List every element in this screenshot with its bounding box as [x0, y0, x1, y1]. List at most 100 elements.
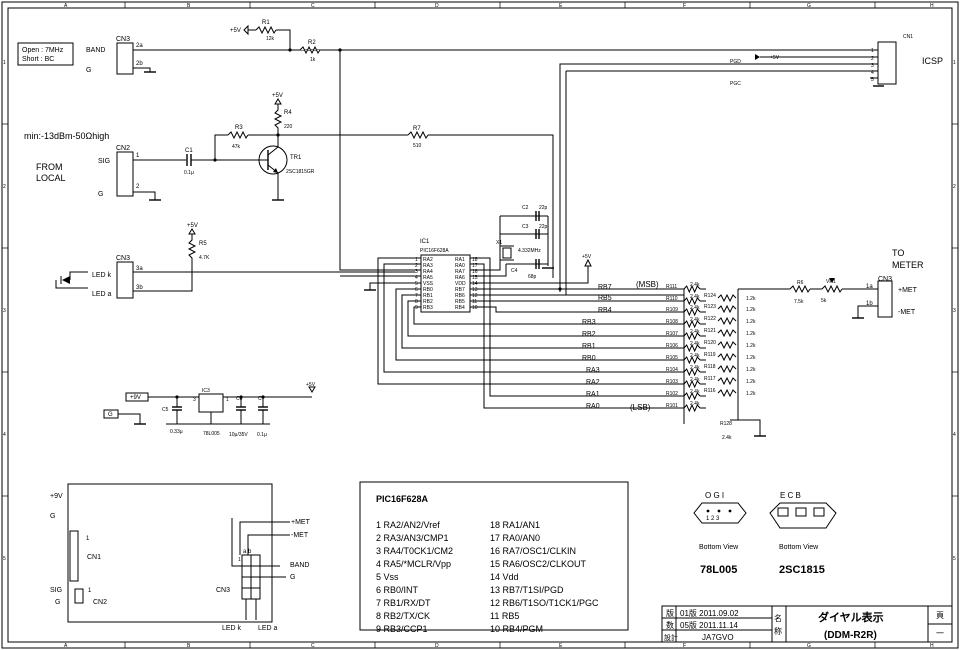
ladder-r-label: R124: [704, 293, 716, 299]
svg-text:G: G: [86, 67, 91, 74]
svg-text:版: 版: [666, 608, 674, 618]
svg-text:05版 2011.11.14: 05版 2011.11.14: [680, 620, 739, 630]
ladder-2r-label: R103: [666, 379, 678, 385]
svg-text:11: 11: [472, 299, 477, 305]
col-label-e: E: [559, 3, 563, 9]
ladder-2r-value: 2.4k: [690, 353, 700, 359]
svg-text:2b: 2b: [136, 61, 143, 67]
svg-text:2a: 2a: [136, 43, 143, 49]
ladder-r-value: 1.2k: [746, 331, 756, 337]
svg-text:TR1: TR1: [290, 155, 302, 161]
frame-column-labels: A B C D E F G H A B C D E F G H: [64, 2, 934, 649]
svg-text:RB4: RB4: [455, 305, 465, 311]
svg-text:1k: 1k: [310, 57, 316, 63]
svg-text:14: 14: [472, 281, 478, 287]
ladder-r-label: R117: [704, 376, 716, 382]
ladder-r-resistor: [717, 293, 737, 303]
svg-text:2 RA3/AN3/CMP1: 2 RA3/AN3/CMP1: [376, 533, 449, 543]
svg-text:1: 1: [226, 397, 229, 403]
svg-text:RB4: RB4: [598, 307, 612, 314]
ladder-r-label: R116: [704, 388, 716, 394]
svg-text:01版 2011.09.02: 01版 2011.09.02: [680, 608, 739, 618]
svg-text:RA3: RA3: [586, 367, 600, 374]
ic3-regulator-section: +9V G C5 0.33μ IC3 3 1 78L005 +5V C6 10μ…: [103, 382, 316, 438]
svg-text:1 2 3: 1 2 3: [706, 516, 720, 522]
svg-text:2: 2: [136, 184, 140, 190]
svg-text:68p: 68p: [528, 274, 537, 280]
svg-text:BAND: BAND: [290, 562, 309, 569]
svg-text:PGD: PGD: [730, 59, 741, 65]
svg-text:R6: R6: [797, 280, 804, 286]
svg-text:CN1: CN1: [87, 554, 101, 561]
ladder-r-resistor: [717, 328, 737, 338]
svg-text:RB3: RB3: [582, 319, 596, 326]
svg-text:3 RA4/T0CK1/CM2: 3 RA4/T0CK1/CM2: [376, 546, 453, 556]
svg-text:2.4k: 2.4k: [722, 435, 732, 441]
svg-text:RB0: RB0: [582, 355, 596, 362]
svg-text:RB7: RB7: [598, 284, 612, 291]
ladder-r-value: 1.2k: [746, 379, 756, 385]
svg-text:3a: 3a: [136, 266, 143, 272]
svg-text:C6: C6: [236, 396, 243, 402]
svg-text:Bottom View: Bottom View: [779, 544, 819, 551]
svg-text:10μ/35V: 10μ/35V: [229, 432, 248, 438]
svg-text:7.5k: 7.5k: [794, 299, 804, 305]
svg-text:LED a: LED a: [92, 291, 112, 298]
ladder-r-resistor: [717, 316, 737, 326]
cn2-signal-input: FROM LOCAL CN2 SIG G 1 2: [36, 145, 186, 201]
svg-text:頁: 頁: [936, 611, 944, 620]
row-label-3: 3: [3, 308, 6, 314]
svg-text:R5: R5: [199, 241, 207, 247]
svg-text:220: 220: [284, 124, 293, 130]
col-label-f: F: [683, 3, 686, 9]
x1-crystal-oscillator: C2 22p C3 22p X1 4.332MHz C4 68p: [496, 205, 554, 280]
svg-text:X1: X1: [496, 240, 502, 246]
svg-text:7 RB1/RX/DT: 7 RB1/RX/DT: [376, 598, 431, 608]
svg-text:+5V: +5V: [187, 223, 198, 229]
svg-text:CN2: CN2: [93, 599, 107, 606]
svg-text:C7: C7: [258, 396, 265, 402]
svg-text:RB1: RB1: [423, 293, 433, 299]
svg-text:22p: 22p: [539, 224, 548, 230]
ladder-2r-resistor: [683, 367, 701, 377]
ladder-2r-value: 2.4k: [690, 317, 700, 323]
svg-text:RA6: RA6: [455, 275, 465, 281]
row-label-1-right: 1: [953, 60, 956, 66]
package-2sc1815: E C B Bottom View 2SC1815: [769, 491, 837, 576]
ladder-r-label: R119: [704, 352, 716, 358]
ladder-r-resistor: [717, 376, 737, 386]
ladder-r-resistor: [717, 364, 737, 374]
row-label-5-right: 5: [953, 556, 956, 562]
svg-text:8: 8: [415, 299, 418, 305]
ic1-vdd-supply: +5V: [582, 254, 592, 267]
svg-text:IC3: IC3: [202, 388, 210, 394]
svg-text:1: 1: [88, 588, 92, 594]
ladder-2r-label: R101: [666, 403, 678, 409]
svg-text:2SC1815: 2SC1815: [779, 564, 825, 576]
ladder-2r-resistor: [683, 284, 701, 294]
svg-text:RB5: RB5: [598, 295, 612, 302]
svg-text:RA3: RA3: [423, 263, 433, 269]
col-label-a-bottom: A: [64, 643, 68, 649]
c1-coupling-cap: C1 0.1μ: [184, 134, 260, 176]
svg-text:R1: R1: [262, 20, 270, 26]
svg-text:1: 1: [238, 557, 241, 563]
min-level-note: min:-13dBm-50Ωhigh: [24, 131, 109, 141]
svg-text:1: 1: [871, 48, 874, 54]
ladder-2r-label: R107: [666, 331, 678, 337]
svg-text:+5V: +5V: [770, 55, 780, 61]
svg-text:+MET: +MET: [291, 519, 311, 526]
ladder-2r-value: 2.4k: [690, 294, 700, 300]
svg-text:設計: 設計: [664, 633, 678, 642]
svg-text:Bottom View: Bottom View: [699, 544, 739, 551]
svg-text:18: 18: [472, 257, 478, 263]
svg-text:3: 3: [193, 397, 196, 403]
svg-text:1a: 1a: [866, 284, 873, 290]
svg-text:RB0: RB0: [423, 287, 433, 293]
svg-text:13 RB7/T1SI/PGD: 13 RB7/T1SI/PGD: [490, 585, 564, 595]
ladder-2r-label: R111: [666, 284, 677, 290]
svg-text:1: 1: [136, 153, 140, 159]
r7-series-resistor: R7 510: [278, 126, 554, 278]
